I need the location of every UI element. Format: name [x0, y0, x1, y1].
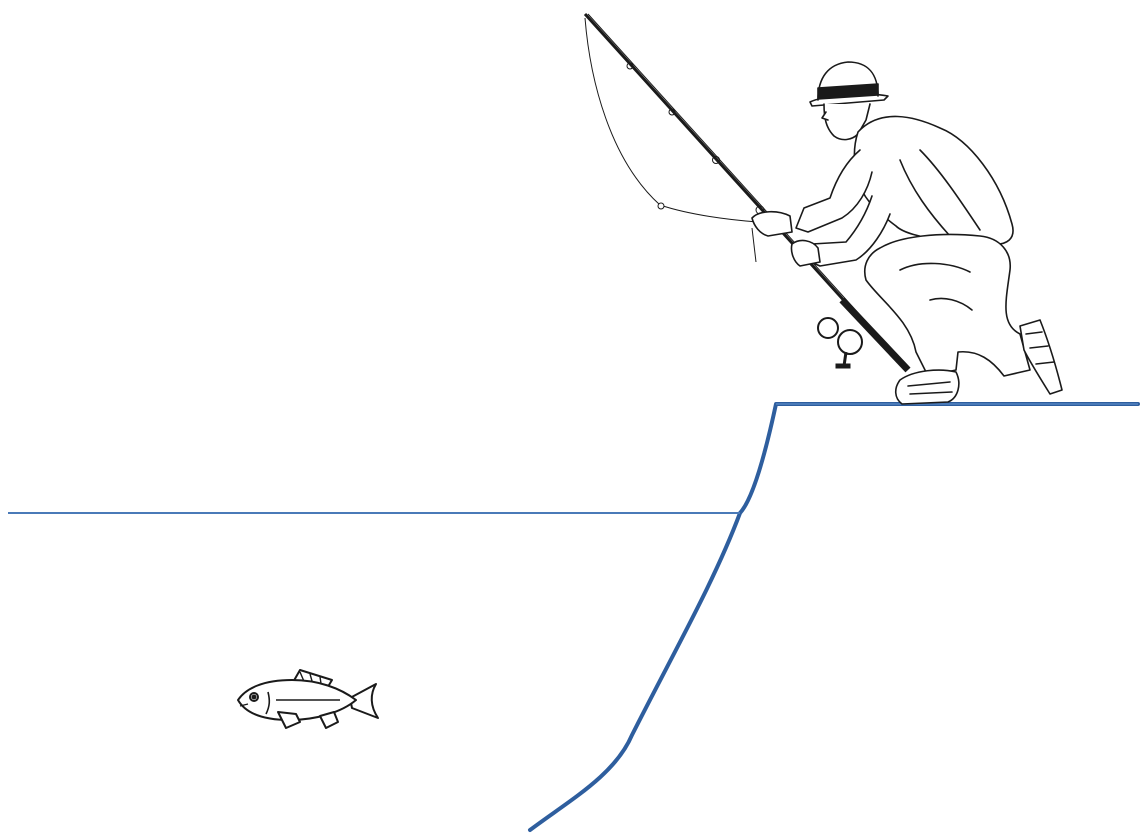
bank-profile — [530, 404, 1138, 830]
fish-icon — [238, 670, 378, 728]
kneeling-fisherman-icon — [752, 62, 1062, 404]
